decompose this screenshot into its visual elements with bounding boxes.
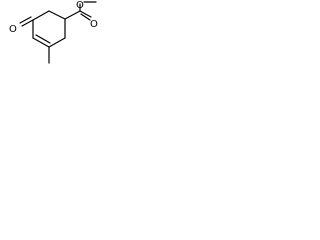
bond-c2-c3-double xyxy=(35,34,51,44)
bond-c4-o-ketone xyxy=(21,19,34,27)
ketone-oxygen-label: O xyxy=(9,24,17,35)
ester-ether-oxygen-label: O xyxy=(76,0,84,11)
bond-c5-c6 xyxy=(48,10,66,20)
bond-c1-c2 xyxy=(48,37,66,48)
bond-c2-c3 xyxy=(32,37,50,48)
bond-c1-carbonyl-carbon xyxy=(64,10,81,20)
bond-ester-c-o-double-b xyxy=(80,13,91,21)
molecule-diagram: O O O xyxy=(9,0,98,64)
bond-ester-c-o-double-a xyxy=(79,10,92,18)
ester-carbonyl-oxygen-label: O xyxy=(90,19,98,30)
bond-c4-o-ketone-double xyxy=(19,16,32,24)
bond-c4-c5 xyxy=(32,10,50,21)
